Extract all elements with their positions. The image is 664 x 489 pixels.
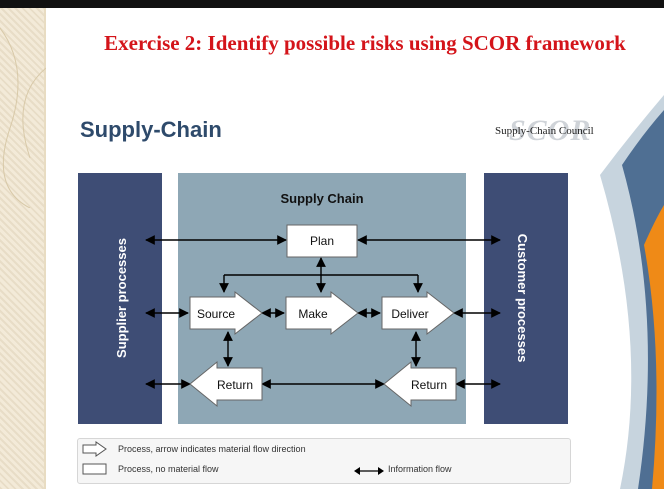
supply-chain-title: Supply Chain bbox=[280, 191, 363, 206]
return-left-label: Return bbox=[217, 378, 253, 392]
section-title: Supply-Chain bbox=[80, 117, 222, 142]
legend-process-box-text: Process, no material flow bbox=[118, 464, 219, 474]
make-label: Make bbox=[298, 307, 328, 321]
deliver-process-arrow bbox=[381, 290, 455, 336]
plan-label: Plan bbox=[310, 234, 334, 248]
source-process-arrow bbox=[189, 290, 263, 336]
legend-info-flow-text: Information flow bbox=[388, 464, 452, 474]
return-right-process-arrow bbox=[383, 360, 457, 408]
make-process-arrow bbox=[285, 290, 359, 336]
customer-processes-label: Customer processes bbox=[515, 234, 530, 363]
legend-info-flow-icon bbox=[354, 467, 384, 475]
source-label: Source bbox=[197, 307, 235, 321]
legend-process-arrow-text: Process, arrow indicates material flow d… bbox=[118, 444, 306, 454]
left-strip-edge bbox=[44, 8, 46, 489]
plan-process-box bbox=[286, 224, 358, 258]
legend-process-arrow-icon bbox=[82, 441, 107, 475]
logo-wordmark: SCOR bbox=[509, 114, 592, 147]
corner-swoosh-decoration bbox=[600, 95, 664, 489]
slide-title: Exercise 2: Identify possible risks usin… bbox=[104, 31, 626, 55]
top-bar bbox=[0, 0, 664, 8]
scor-logo: SCOR Supply-Chain Council bbox=[495, 114, 615, 147]
return-right-label: Return bbox=[411, 378, 447, 392]
logo-org-name: Supply-Chain Council bbox=[495, 125, 594, 137]
supplier-processes-label: Supplier processes bbox=[114, 238, 129, 358]
swirl-decoration-icon bbox=[0, 27, 46, 208]
deliver-label: Deliver bbox=[391, 307, 428, 321]
return-left-process-arrow bbox=[189, 360, 263, 408]
left-decorative-strip bbox=[0, 8, 44, 489]
legend bbox=[77, 438, 571, 484]
